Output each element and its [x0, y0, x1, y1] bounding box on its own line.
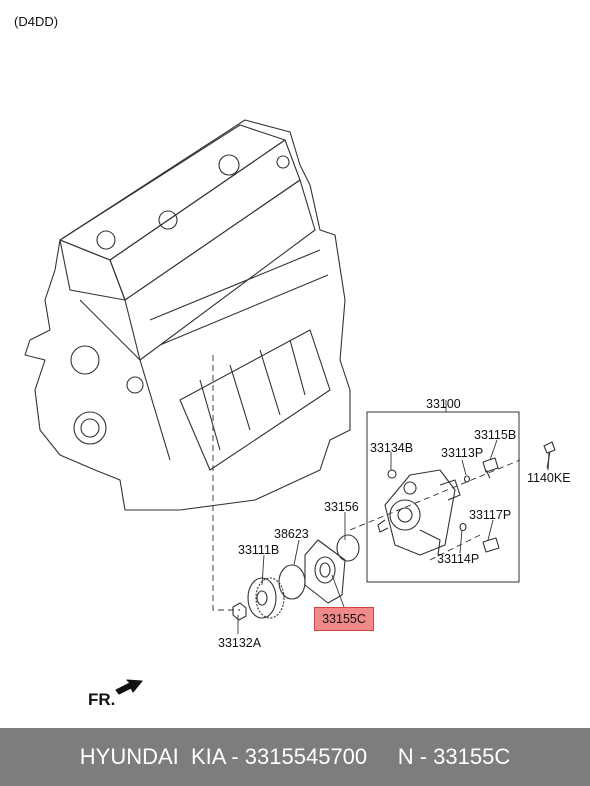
- leader-lines: [237, 400, 551, 634]
- label-33113P: 33113P: [441, 446, 484, 460]
- gear-33111B: [247, 577, 285, 619]
- label-33114P: 33114P: [437, 552, 480, 566]
- oring-38623: [278, 564, 306, 600]
- highlighted-part-33155C[interactable]: 33155C: [314, 607, 374, 631]
- label-1140KE: 1140KE: [527, 471, 571, 485]
- bolt-1140KE: [543, 441, 556, 471]
- footer-part-numbers: HYUNDAI KIA - 3315545700 N - 33155C: [79, 744, 511, 769]
- engine-code-label: (D4DD): [14, 14, 59, 29]
- alignment-lines: [212, 355, 521, 611]
- plug-33117P: [482, 537, 500, 553]
- label-33115B: 33115B: [474, 428, 517, 442]
- nut-33132A: [232, 602, 247, 621]
- front-arrow-icon: [115, 679, 143, 695]
- footer-bar: HYUNDAI KIA - 3315545700 N - 33155C: [0, 728, 590, 786]
- label-33100: 33100: [426, 397, 461, 411]
- label-33111B: 33111B: [238, 543, 280, 557]
- front-direction-label: FR.: [88, 690, 116, 709]
- oring-33114P: [459, 522, 467, 532]
- exploded-parts-diagram: [24, 119, 556, 695]
- fuel-pump: [377, 469, 461, 556]
- label-33156: 33156: [324, 500, 359, 514]
- oring-33156: [336, 534, 360, 562]
- washer-33134B: [387, 469, 397, 479]
- label-33134B: 33134B: [370, 441, 414, 455]
- engine-block: [24, 119, 351, 511]
- label-33117P: 33117P: [469, 508, 512, 522]
- bolt-33115B: [482, 457, 499, 479]
- label-33132A: 33132A: [218, 636, 262, 650]
- pump-assembly-box: [366, 411, 520, 583]
- oring-33113P: [463, 475, 471, 483]
- label-38623: 38623: [274, 527, 309, 541]
